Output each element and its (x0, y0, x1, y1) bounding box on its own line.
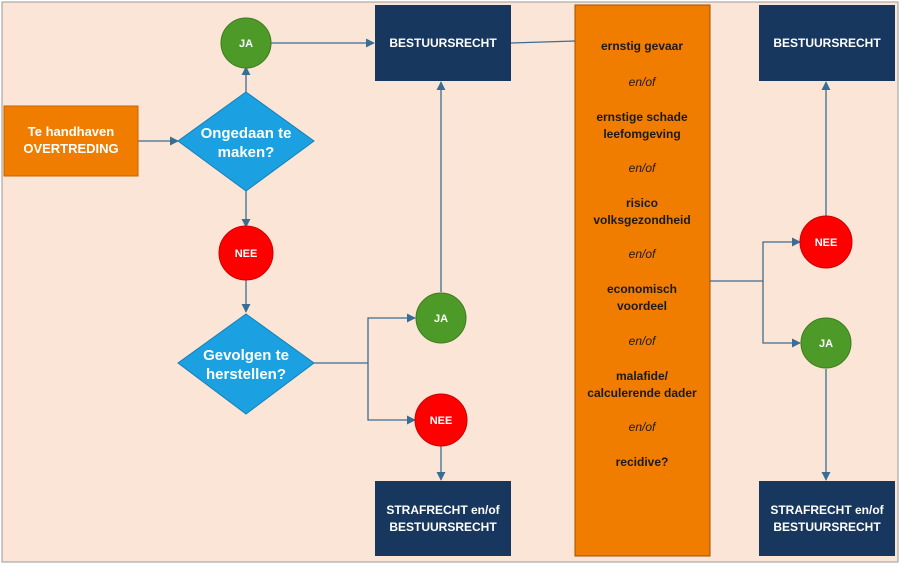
strafrecht-box-left: STRAFRECHT en/of BESTUURSRECHT (375, 481, 511, 556)
decision-restore-line2: herstellen? (206, 366, 286, 383)
decision-restore-line1: Gevolgen te (203, 347, 289, 364)
connector-en-of-2: en/of (629, 161, 657, 175)
connector-en-of-1: en/of (629, 75, 657, 89)
decision-undo-line2: maken? (218, 144, 275, 161)
ja-label-right: JA (819, 338, 833, 350)
start-node: Te handhaven OVERTREDING (3, 105, 139, 177)
criterion-economisch-line2: voordeel (617, 299, 667, 313)
decision-undo-line1: Ongedaan te (201, 125, 292, 142)
bestuursrecht-label-left: BESTUURSRECHT (389, 36, 497, 50)
nee-label-right: NEE (815, 237, 838, 249)
bestuursrecht-box-right: BESTUURSRECHT (759, 5, 895, 81)
criterion-risico-line2: volksgezondheid (593, 213, 690, 227)
connector-en-of-4: en/of (629, 334, 657, 348)
nee-label-middle: NEE (430, 415, 453, 427)
criterion-economisch-line1: economisch (607, 282, 677, 296)
nee-label-left: NEE (235, 248, 258, 260)
criterion-recidive: recidive? (616, 455, 669, 469)
bestuursrecht-label-right: BESTUURSRECHT (773, 36, 881, 50)
connector-en-of-3: en/of (629, 247, 657, 261)
ja-node-right: JA (800, 317, 852, 369)
criterion-malafide-line1: malafide/ (616, 369, 669, 383)
ja-label-middle: JA (434, 313, 448, 325)
ja-node-top: JA (220, 17, 272, 69)
nee-node-left: NEE (218, 225, 274, 281)
ja-label-top: JA (239, 38, 253, 50)
decision-undo: Ongedaan te maken? (177, 91, 315, 192)
bestuursrecht-box-left: BESTUURSRECHT (375, 5, 511, 81)
criterion-risico-line1: risico (626, 196, 658, 210)
decision-restore: Gevolgen te herstellen? (177, 313, 315, 415)
nee-node-right: NEE (799, 215, 853, 269)
strafrecht-left-line2: BESTUURSRECHT (389, 520, 497, 534)
nee-node-middle: NEE (414, 393, 468, 447)
criteria-column: ernstig gevaar en/of ernstige schade lee… (574, 4, 711, 557)
criterion-malafide-line2: calculerende dader (587, 386, 697, 400)
criterion-schade-line2: leefomgeving (603, 127, 680, 141)
connector-en-of-5: en/of (629, 420, 657, 434)
strafrecht-left-line1: STRAFRECHT en/of (386, 503, 500, 517)
ja-node-middle: JA (415, 292, 467, 344)
criterion-ernstig-gevaar: ernstig gevaar (601, 39, 683, 53)
start-label-line2: OVERTREDING (23, 141, 118, 156)
criterion-schade-line1: ernstige schade (596, 110, 688, 124)
strafrecht-right-line2: BESTUURSRECHT (773, 520, 881, 534)
strafrecht-right-line1: STRAFRECHT en/of (770, 503, 884, 517)
start-label-line1: Te handhaven (28, 124, 115, 139)
connectors (138, 38, 831, 481)
strafrecht-box-right: STRAFRECHT en/of BESTUURSRECHT (759, 481, 895, 556)
